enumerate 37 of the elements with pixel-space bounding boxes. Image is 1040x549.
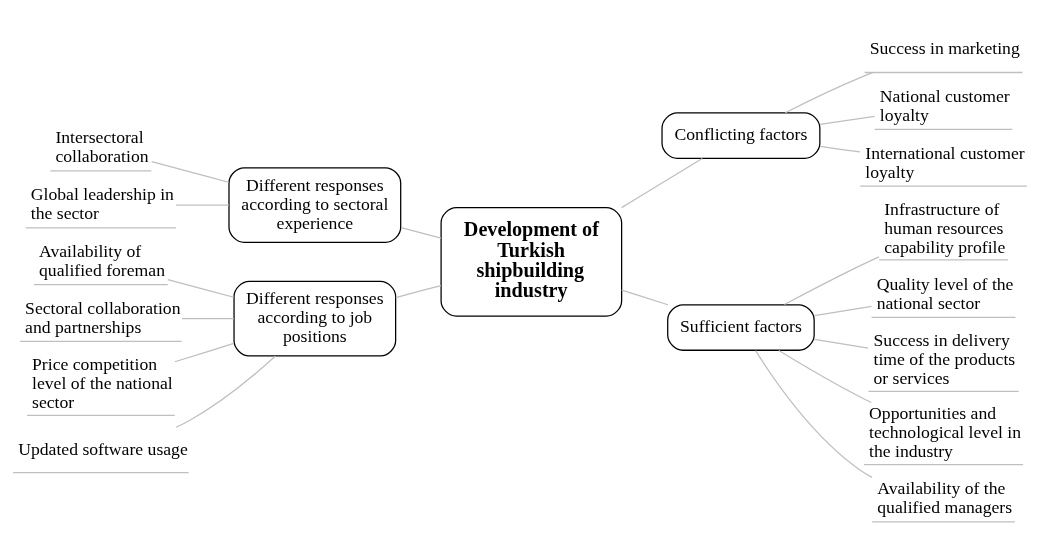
connector [819, 115, 876, 125]
connector [174, 342, 235, 363]
node-box: Sufficient factors [667, 304, 815, 351]
node-text: Intersectoral collaboration [55, 127, 149, 167]
connector [621, 157, 703, 209]
node-text: Success in delivery time of the products or services [873, 330, 1016, 388]
connector [175, 355, 276, 428]
node-text: Quality level of the national sector [876, 273, 1014, 313]
node-text: Infrastructure of human resources capability profile [884, 198, 1006, 257]
node-text: National customer loyalty [879, 85, 1010, 125]
node-text: Sectoral collaboration and partnerships [25, 297, 181, 337]
connector [181, 318, 235, 320]
connector [784, 72, 874, 114]
connector [813, 338, 869, 349]
connector [819, 145, 861, 153]
node-text: Updated software usage [18, 438, 188, 459]
connector [395, 284, 442, 299]
connector [151, 160, 230, 183]
node-text: Opportunities and technological level in the industry [869, 403, 1022, 462]
connector [175, 204, 230, 206]
connector [621, 289, 669, 306]
node-text: Success in marketing [869, 38, 1020, 59]
node-box: Conflicting factors [661, 112, 821, 159]
connector [167, 278, 235, 298]
connector [813, 305, 873, 317]
node-text: Availability of the qualified managers [877, 478, 1013, 518]
node-box: Different responses according to sectoral experience [228, 167, 402, 243]
node-text: Price competition level of the national sector [32, 354, 173, 412]
node-box: Different responses according to job positions [233, 280, 397, 357]
connector [783, 256, 880, 306]
node-text: Global leadership in the sector [30, 184, 174, 224]
node-text: International customer loyalty [865, 142, 1025, 182]
node-box: Development of Turkish shipbuilding industry [440, 206, 623, 317]
connector [755, 349, 873, 478]
node-text: Availability of qualified foreman [38, 241, 165, 281]
connector [400, 227, 442, 239]
connector [778, 349, 872, 404]
